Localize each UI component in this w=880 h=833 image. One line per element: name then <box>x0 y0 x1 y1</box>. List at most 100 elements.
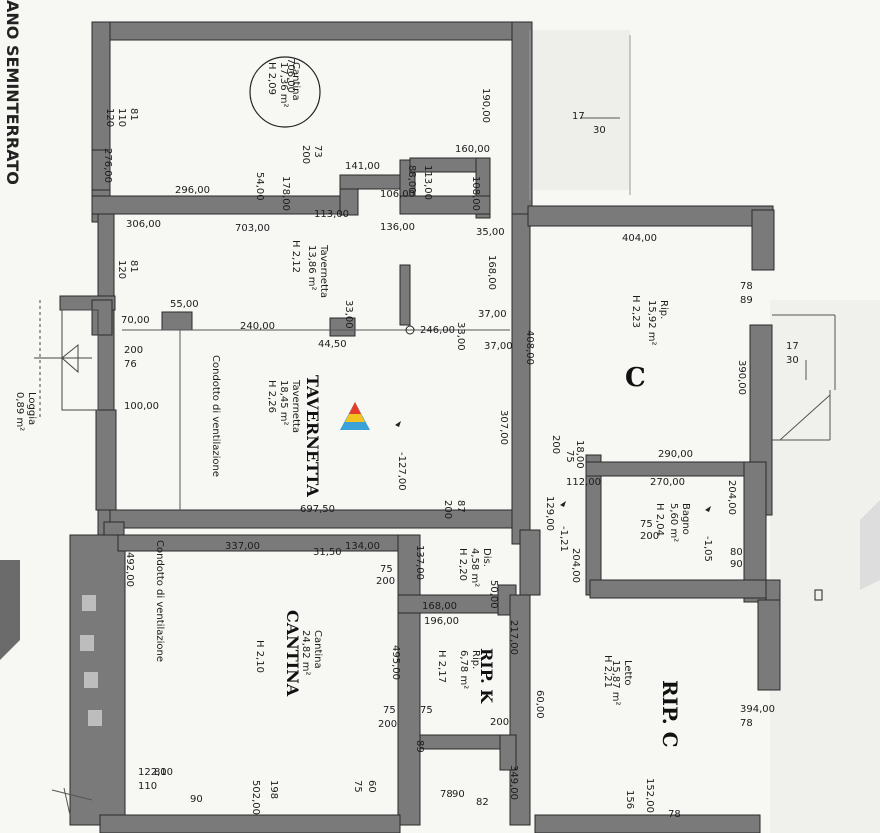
dimension-label: 697,50 <box>300 504 335 515</box>
dimension-label: 204,00 <box>726 480 737 515</box>
dimension-label: 75 <box>383 705 396 716</box>
room-dis-height: H 2,20 <box>457 548 468 581</box>
dimension-label: -1,21 <box>558 526 569 552</box>
dimension-label: 200 <box>378 719 398 730</box>
room-dis-area: 4,58 m² <box>469 548 480 588</box>
dimension-label: 37,00 <box>484 341 513 352</box>
dimension-label: 337,00 <box>225 541 260 552</box>
dimension-label: 17 <box>786 341 799 352</box>
dimension-label: 90 <box>730 559 743 570</box>
room-cantina-height: H 2,09 <box>266 62 277 95</box>
dimension-label: 156 <box>624 790 635 810</box>
dimension-label: 78 <box>668 809 681 820</box>
dimension-label: 78 <box>440 789 453 800</box>
room-bagno-name: Bagno <box>680 503 691 535</box>
room-rip1-height: H 2,23 <box>630 295 641 328</box>
room-bagno-area: 5,60 m² <box>668 503 679 543</box>
dimension-label: 134,00 <box>345 541 380 552</box>
dimension-label: -1,05 <box>702 536 713 562</box>
room-cantina2-name: Cantina <box>312 630 323 669</box>
dimension-label: 78 <box>740 718 753 729</box>
dimension-label: 200 <box>640 531 660 542</box>
dimension-label: 307,00 <box>498 410 509 445</box>
room-letto-note: RIP. C <box>658 680 682 748</box>
room-tavernetta2-area: 18,45 m² <box>278 380 289 426</box>
dimension-label: 112,00 <box>566 477 601 488</box>
dimension-label: 81 <box>128 108 139 121</box>
dimension-label: 75 <box>352 780 363 793</box>
dimension-label: 706,00 <box>285 58 296 93</box>
dimension-label: 54,00 <box>254 172 265 201</box>
dimension-label: 110 <box>138 781 158 792</box>
dimension-label: 75 <box>640 519 653 530</box>
dimension-label: 17 <box>572 111 585 122</box>
dimension-label: 90 <box>190 794 203 805</box>
room-tavernetta-area: 13,86 m² <box>306 245 317 291</box>
dimension-label: 82 <box>476 797 489 808</box>
triangle-logo <box>340 402 370 430</box>
dimension-label: 200 <box>124 345 144 356</box>
room-tavernetta-height: H 2,12 <box>290 240 301 273</box>
dimension-label: 141,00 <box>345 161 380 172</box>
floor-title: ANO SEMINTERRATO <box>3 0 22 185</box>
dimension-label: 110 <box>116 108 127 128</box>
dimension-label: 495,00 <box>390 645 401 680</box>
room-rip1-note: C <box>625 363 646 393</box>
dimension-label: 100,00 <box>124 401 159 412</box>
dimension-label: 349,00 <box>508 765 519 800</box>
dimension-label: 394,00 <box>740 704 775 715</box>
dimension-label: 108,00 <box>470 176 481 211</box>
dimension-label: 240,00 <box>240 321 275 332</box>
dimension-label: 60 <box>366 780 377 793</box>
dimension-label: 75 <box>564 450 575 463</box>
dimension-label: 306,00 <box>126 219 161 230</box>
dimension-label: 296,00 <box>175 185 210 196</box>
dimension-label: 30 <box>593 125 606 136</box>
room-rip1-area: 15,92 m² <box>646 300 657 346</box>
dimension-label: 55,00 <box>170 299 199 310</box>
dimension-label: 90 <box>452 789 465 800</box>
dimension-label: 60,00 <box>534 690 545 719</box>
dimension-label: 198 <box>268 780 279 800</box>
dimension-label: 81 <box>128 260 139 273</box>
dimension-label: 44,50 <box>318 339 347 350</box>
room-loggia-area: 0,89 m² <box>14 392 25 432</box>
dimension-label: 246,00 <box>420 325 455 336</box>
dimension-label: 196,00 <box>424 616 459 627</box>
dimension-label: 217,00 <box>508 620 519 655</box>
room-tavernetta2-note: TAVERNETTA <box>303 375 322 497</box>
dimension-label: 37,00 <box>478 309 507 320</box>
dimension-label: 120 <box>116 260 127 280</box>
dimension-label: 50,00 <box>488 580 499 609</box>
dimension-label: 270,00 <box>650 477 685 488</box>
dimension-label: 18,00 <box>574 440 585 469</box>
dimension-label: 129,00 <box>544 496 555 531</box>
dimension-label: 78 <box>740 281 753 292</box>
dimension-label: 200 <box>550 435 561 455</box>
dimension-label: 80 <box>730 547 743 558</box>
room-dis-name: Dis. <box>481 548 492 567</box>
dimension-label: 168,00 <box>486 255 497 290</box>
dimension-label: 204,00 <box>570 548 581 583</box>
conduit-label-2: Condotto di ventilazione <box>154 540 165 662</box>
dimension-label: 404,00 <box>622 233 657 244</box>
room-letto-height: H 2,21 <box>602 655 613 688</box>
room-rip2-height: H 2,17 <box>436 650 447 683</box>
room-rip2-note: RIP. K <box>477 648 496 704</box>
dimension-label: 75 <box>380 564 393 575</box>
dimension-label: 200 <box>376 576 396 587</box>
dimension-label: 276,00 <box>102 148 113 183</box>
dimension-label: 492,00 <box>124 552 135 587</box>
room-letto-name: Letto <box>622 660 633 686</box>
room-rip1-name: Rip. <box>658 300 669 320</box>
dimension-label: 152,00 <box>644 778 655 813</box>
dimension-label: 89 <box>414 740 425 753</box>
dimension-label: 200 <box>490 717 510 728</box>
dimension-label: 33,00 <box>343 300 354 329</box>
room-loggia-name: Loggia <box>26 392 37 426</box>
dimension-label: 35,00 <box>476 227 505 238</box>
dimension-label: 113,00 <box>422 165 433 200</box>
walls <box>59 21 781 833</box>
dimension-label: 200 <box>300 145 311 165</box>
